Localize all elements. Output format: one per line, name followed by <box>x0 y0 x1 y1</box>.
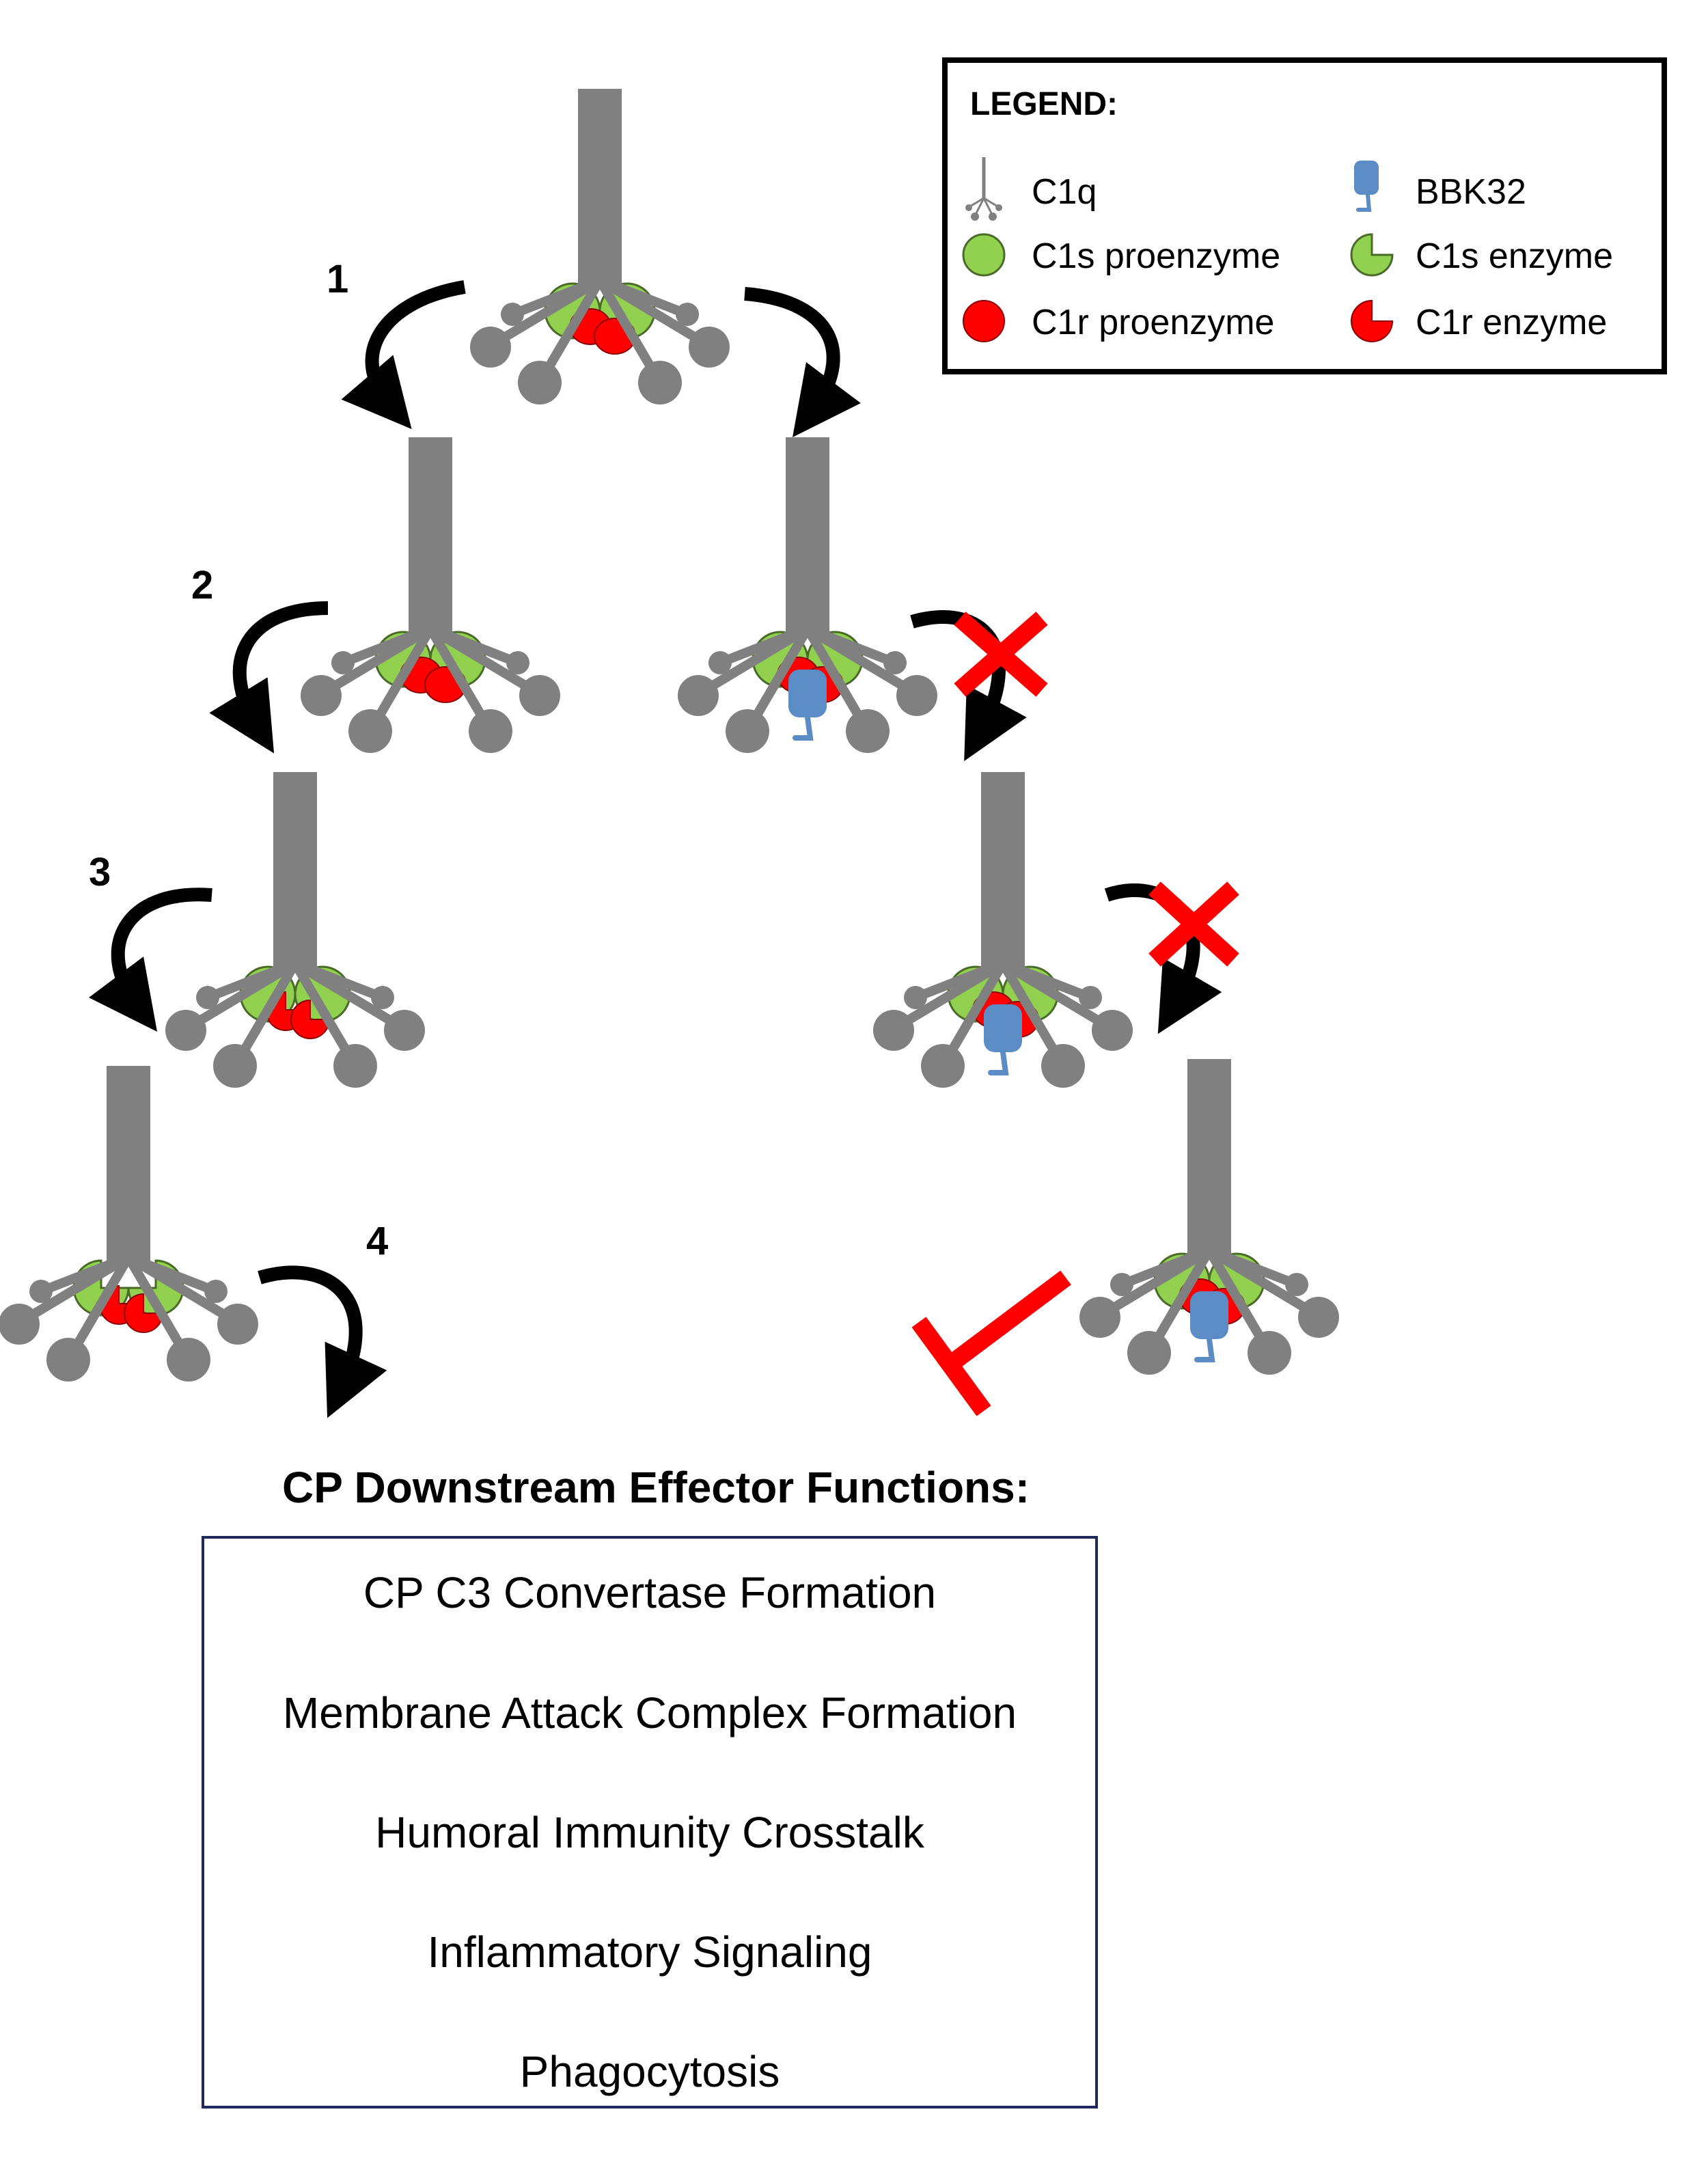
c1-complex-bbk32-1 <box>678 437 937 753</box>
step-label-1: 1 <box>327 257 348 301</box>
step-label-2: 2 <box>191 563 213 607</box>
legend-c1s-enzyme-label: C1s enzyme <box>1416 236 1613 276</box>
bbk32-icon <box>1354 161 1379 212</box>
c1-complex-bbk32-3 <box>1079 1059 1339 1375</box>
legend-title: LEGEND: <box>970 86 1118 122</box>
c1s-proenzyme-icon <box>962 233 1006 277</box>
block-x-icon-1 <box>954 612 1048 697</box>
legend: LEGEND: C1q BBK32 C1s proenzyme C1s enzy… <box>942 57 1667 374</box>
c1-complex-inactive <box>470 89 730 404</box>
arrow-step2 <box>209 601 329 754</box>
c1-complex-step3 <box>165 772 425 1088</box>
block-x-icon-2 <box>1148 881 1239 967</box>
c1r-proenzyme-icon <box>963 300 1005 342</box>
c1-complex-step2 <box>301 437 560 753</box>
c1r-enzyme-icon <box>1351 299 1394 342</box>
arrow-step1-left <box>341 280 466 429</box>
step-label-4: 4 <box>366 1219 388 1263</box>
effector-item: CP C3 Convertase Formation <box>363 1568 937 1617</box>
c1s-enzyme-icon <box>1350 233 1394 277</box>
c1-complex-bbk32-2 <box>873 772 1133 1088</box>
effector-title: CP Downstream Effector Functions: <box>281 1463 1030 1512</box>
effector-item: Inflammatory Signaling <box>427 1927 872 1977</box>
c1-complex-active <box>0 1066 258 1382</box>
step-label-3: 3 <box>89 850 111 894</box>
block-x-marks <box>954 612 1239 967</box>
effector-item: Phagocytosis <box>519 2047 780 2096</box>
arrow-step1-right <box>744 287 861 438</box>
legend-c1r-enzyme-label: C1r enzyme <box>1416 303 1607 342</box>
effector-list: CP C3 Convertase Formation Membrane Atta… <box>202 1536 1098 2108</box>
c1q-icon <box>965 157 1002 221</box>
arrow-step4 <box>258 1265 387 1418</box>
legend-c1q-label: C1q <box>1032 172 1097 212</box>
legend-c1s-proenzyme-label: C1s proenzyme <box>1032 236 1280 276</box>
effector-item: Membrane Attack Complex Formation <box>282 1688 1017 1737</box>
arrow-step3 <box>89 888 212 1032</box>
effector-item: Humoral Immunity Crosstalk <box>375 1808 924 1857</box>
legend-c1r-proenzyme-label: C1r proenzyme <box>1032 303 1274 342</box>
inhibition-icon <box>911 1270 1071 1416</box>
legend-bbk32-label: BBK32 <box>1416 172 1526 212</box>
